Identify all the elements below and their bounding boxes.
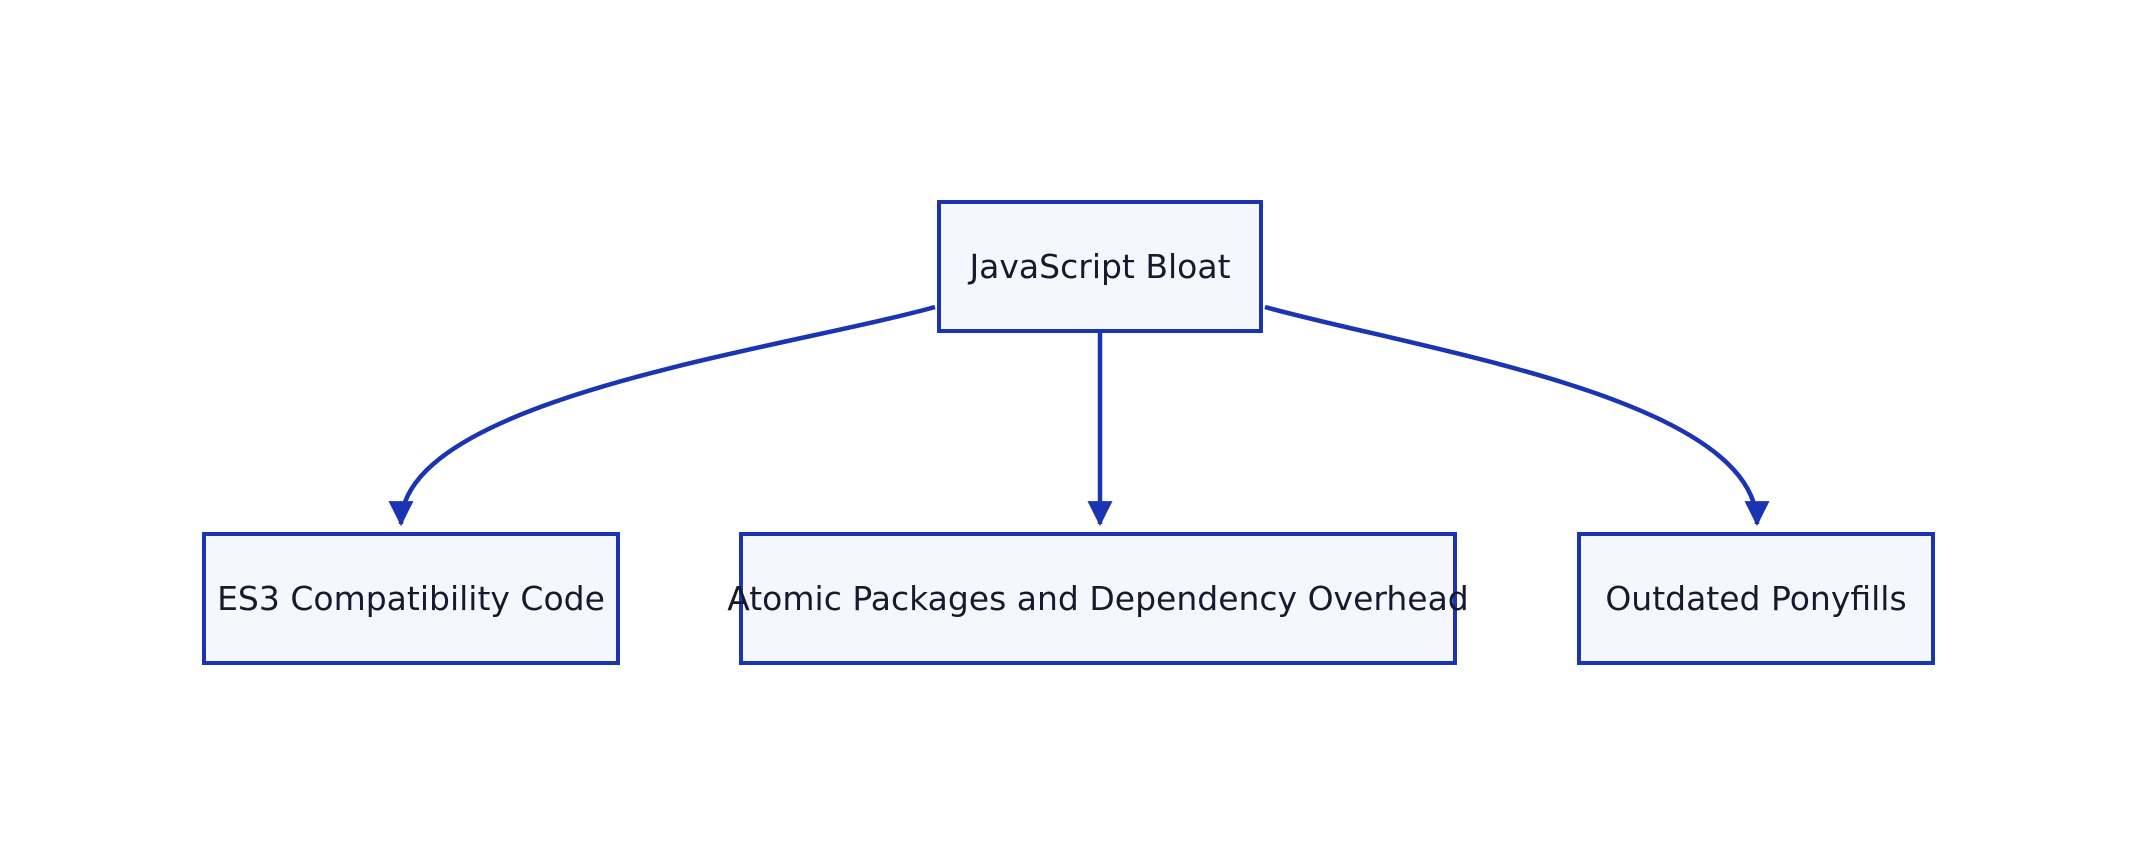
node-atomic-packages-dependency-overhead-label: Atomic Packages and Dependency Overhead xyxy=(727,578,1469,618)
edge-root-to-es3 xyxy=(388,304,936,527)
node-es3-compatibility-code-label: ES3 Compatibility Code xyxy=(217,578,605,618)
node-javascript-bloat-label: JavaScript Bloat xyxy=(969,246,1231,286)
edge-root-to-ponyfills xyxy=(1264,304,1770,527)
node-javascript-bloat: JavaScript Bloat xyxy=(937,200,1263,333)
node-atomic-packages-dependency-overhead: Atomic Packages and Dependency Overhead xyxy=(727,532,1469,665)
node-es3-compatibility-code: ES3 Compatibility Code xyxy=(202,532,620,665)
node-outdated-ponyfills-label: Outdated Ponyfills xyxy=(1605,578,1907,618)
node-outdated-ponyfills: Outdated Ponyfills xyxy=(1577,532,1935,665)
